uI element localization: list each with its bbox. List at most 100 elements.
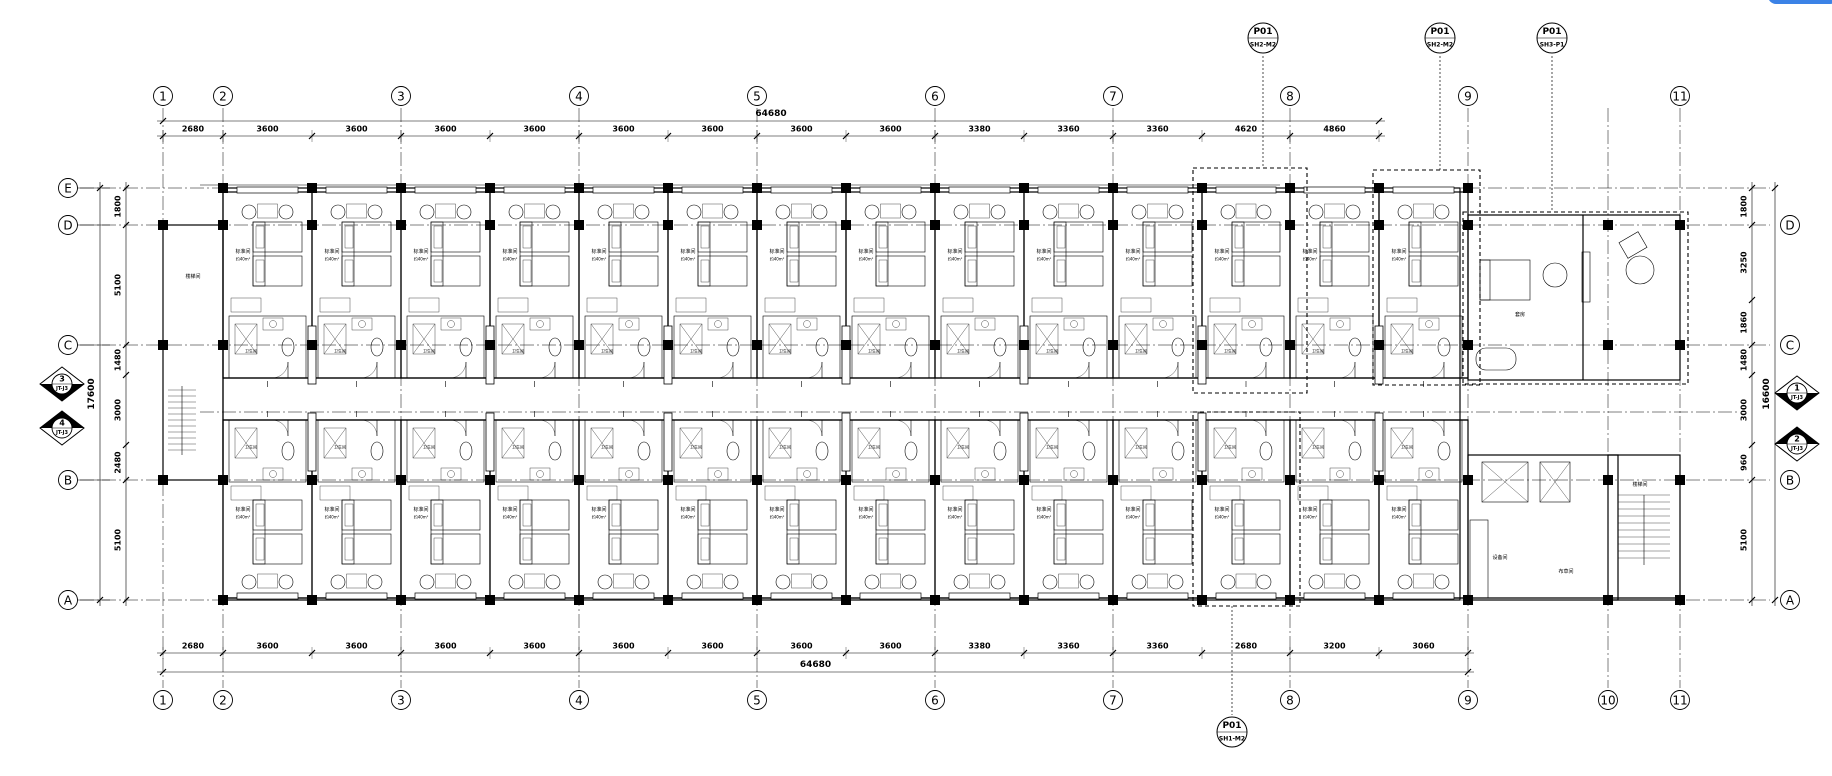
grid-bubble-right-B-circle [1780, 470, 1800, 490]
pillow-2 [878, 537, 888, 561]
headboard [1319, 499, 1333, 565]
dim-bottom-seg-label-7: 3600 [790, 642, 813, 651]
bathroom-label: 卫生间 [690, 444, 702, 450]
grid-bubble-top-4-circle [569, 86, 589, 106]
chair-1 [686, 204, 702, 220]
bathroom-label: 卫生间 [1312, 348, 1324, 354]
structural-columns [158, 183, 1685, 605]
column-5-3 [663, 475, 673, 485]
shower-tray [1301, 427, 1325, 459]
entry-door-swing [1072, 419, 1090, 437]
column-11-2 [1197, 340, 1207, 350]
bed-1 [430, 499, 481, 531]
column-9-1 [1019, 220, 1029, 230]
bed-2 [608, 533, 659, 565]
bed-1 [1231, 221, 1281, 253]
grid-bubble-bottom-10-label: 10 [1600, 694, 1615, 708]
column-5-0 [663, 183, 673, 193]
dim-right-tick-5 [1748, 441, 1756, 449]
detail-callout-boxes [1192, 56, 1689, 715]
bathroom-block [1295, 315, 1374, 379]
grid-bubble-top-3-label: 3 [397, 90, 405, 104]
entry-door-swing [1338, 361, 1356, 379]
wardrobe [764, 297, 796, 313]
bathroom-label: 卫生间 [1312, 444, 1324, 450]
window [236, 592, 299, 600]
chair-1 [864, 204, 880, 220]
chair-2 [723, 204, 739, 220]
room-area-label: 约40m² [503, 256, 518, 262]
headboard [964, 499, 978, 565]
toilet [815, 441, 829, 461]
pillow-2 [255, 259, 265, 283]
dim-top-overall-label: 64680 [755, 109, 786, 119]
dim-top-seg-label-4: 3600 [523, 125, 546, 134]
column-13-2 [1374, 340, 1384, 350]
basin [1418, 317, 1440, 331]
toilet [1437, 337, 1451, 357]
dim-left-tick-3 [122, 371, 130, 379]
window [1215, 592, 1277, 600]
headboard [608, 499, 622, 565]
shower-cross-b [323, 323, 347, 355]
basin [1329, 317, 1351, 331]
detail-tag-2-id: P01 [1542, 27, 1561, 37]
room-outline [667, 191, 758, 379]
corner-tab[interactable] [1768, 0, 1832, 4]
pillow-2 [700, 537, 710, 561]
window [859, 592, 922, 600]
entry-door-swing [360, 361, 378, 379]
grid-bubble-bottom-2-label: 2 [219, 694, 227, 708]
room-name-label: 标准间 [680, 248, 695, 255]
pillow-2 [344, 259, 354, 283]
room-area-label: 约40m² [414, 514, 429, 520]
room-area-label: 约40m² [1037, 256, 1052, 262]
east-stair-label: 楼梯间 [1632, 481, 1647, 488]
basin-bowl [1070, 470, 1078, 478]
bathroom-block [495, 419, 574, 483]
headboard [430, 221, 444, 287]
suite-bathtub [1475, 347, 1517, 371]
chair-1 [508, 574, 524, 590]
side-table [524, 573, 545, 589]
wardrobe [1209, 485, 1241, 501]
window [1126, 186, 1189, 194]
shower-cross-b [768, 323, 792, 355]
window [414, 592, 477, 600]
pillow-2 [611, 537, 621, 561]
room-outline [311, 191, 402, 379]
wardrobe [853, 485, 885, 501]
room-area-label: 约40m² [503, 514, 518, 520]
column-8-2 [930, 340, 940, 350]
toilet [726, 441, 740, 461]
grid-bubble-right-B-label: B [1786, 474, 1794, 488]
dim-top-seg-label-5: 3600 [612, 125, 635, 134]
chair-1 [330, 574, 346, 590]
dim-top-overall-tick-b [1375, 117, 1383, 125]
room-name-label: 标准间 [413, 506, 428, 513]
room-name-label: 标准间 [1036, 506, 1051, 513]
grid-bubble-bottom-11-label: 11 [1672, 694, 1687, 708]
suite-armchair [1618, 231, 1648, 259]
basin-bowl [536, 320, 544, 328]
side-table [1058, 573, 1079, 589]
suite-lounge-table [1625, 255, 1655, 285]
shower-cross-b [412, 323, 436, 355]
pillow-2 [1234, 537, 1244, 561]
bathroom-block [1029, 419, 1108, 483]
room-name-label: 标准间 [680, 506, 695, 513]
grid-bubble-bottom-7-circle [1103, 690, 1123, 710]
rooms: 标准间约40m²卫生间标准间约40m²卫生间标准间约40m²卫生间标准间约40m… [222, 186, 1469, 600]
chair-1 [1308, 574, 1324, 590]
grid-bubble-top-11-circle [1670, 86, 1690, 106]
headboard [341, 221, 355, 287]
bed-2 [1053, 255, 1104, 287]
room-area-label: 约40m² [770, 514, 785, 520]
column-13-4 [1374, 595, 1384, 605]
section-mark-1-number: 4 [59, 419, 65, 428]
basin-bowl [1159, 320, 1167, 328]
chair-2 [1079, 204, 1095, 220]
